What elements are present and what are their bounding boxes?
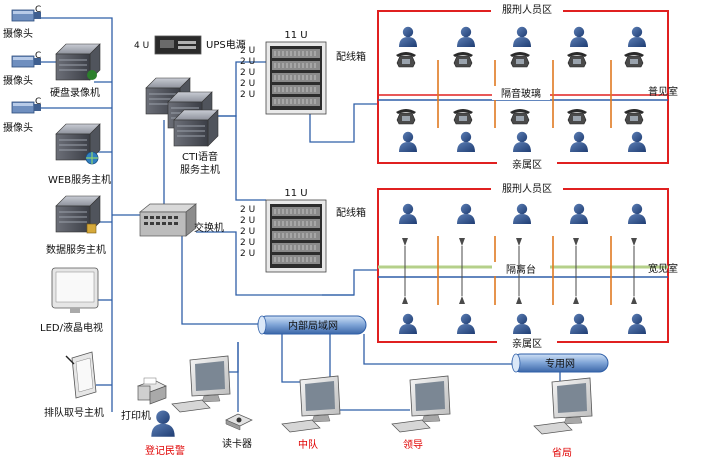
- officer-icon: [151, 410, 175, 437]
- squad-terminal: 中队: [281, 375, 341, 451]
- cabinet-top-icon: [265, 41, 327, 115]
- card-reader: 读卡器: [222, 413, 253, 450]
- room-normal-divider-bg: [492, 86, 550, 100]
- ups-unit: 4 U: [134, 41, 149, 51]
- cabinet-bottom: 11 U 配线箱 2 U 2 U 2 U 2 U 2 U: [240, 188, 366, 273]
- squad-pc-icon: [281, 375, 341, 433]
- dvr-badge-icon: [87, 70, 97, 80]
- data-server-label: 数据服务主机: [46, 243, 106, 256]
- room-wide-name: 宽见室: [648, 262, 678, 275]
- camera-mark-3: C: [35, 97, 41, 107]
- ups-icon: [154, 35, 202, 55]
- province-terminal: 省局: [533, 377, 593, 459]
- cti-server-icon-3: [173, 109, 219, 147]
- room-wide-title-bg: [491, 181, 563, 195]
- room-normal-title-bg: [491, 2, 563, 16]
- registration-station: 打印机 登记民警: [121, 355, 231, 457]
- card-reader-label: 读卡器: [222, 437, 252, 450]
- camera-mark-1: C: [35, 5, 41, 15]
- cabinet-top-slot-4: 2 U: [240, 79, 255, 89]
- globe-grid-icon: [86, 152, 98, 164]
- intranet-pipe-end: [257, 315, 267, 335]
- private-net-pipe-end: [511, 353, 521, 373]
- web-server-label: WEB服务主机: [48, 173, 111, 186]
- intranet-pipe: 内部局域网: [257, 315, 367, 335]
- room-normal-divider-label: 隔音玻璃: [501, 87, 541, 100]
- ups: 4 U UPS电源: [134, 35, 246, 55]
- tv-label: LED/液晶电视: [40, 321, 103, 334]
- camera-3: C 摄像头: [3, 97, 42, 134]
- province-pc-icon: [533, 377, 593, 435]
- room-wide: 服刑人员区 亲属区 隔离台 宽见室: [377, 181, 678, 350]
- room-normal-family-bg: [497, 157, 557, 171]
- queue-terminal-icon: [65, 351, 97, 399]
- database-icon: [86, 223, 97, 234]
- switch-icon: [139, 203, 197, 237]
- room-wide-family-label: 亲属区: [512, 337, 542, 350]
- ups-label: UPS电源: [206, 38, 246, 51]
- printer-icon: [137, 377, 167, 405]
- room-wide-family-bg: [497, 336, 557, 350]
- squad-label: 中队: [298, 438, 318, 451]
- cabinet-bottom-unit: 11 U: [284, 188, 307, 199]
- cabinet-top-slot-2: 2 U: [240, 57, 255, 67]
- cabinet-bottom-label: 配线箱: [336, 206, 366, 219]
- led-tv: LED/液晶电视: [40, 267, 103, 334]
- dvr: 硬盘录像机: [50, 43, 101, 99]
- room-wide-inmates-label: 服刑人员区: [502, 182, 552, 195]
- room-wide-divider-label: 隔离台: [506, 263, 536, 276]
- room-normal-family-seats: [395, 108, 646, 152]
- cabinet-top-label: 配线箱: [336, 50, 366, 63]
- room-wide-microphones: [402, 238, 637, 304]
- private-net-pipe: 专用网: [511, 353, 609, 373]
- cabinet-bottom-icon: [265, 199, 327, 273]
- camera-1: C 摄像头: [3, 5, 42, 40]
- web-server: WEB服务主机: [48, 123, 111, 186]
- room-wide-inmate-seats: [399, 203, 646, 224]
- cabinet-top: 11 U 配线箱 2 U 2 U 2 U 2 U 2 U: [240, 30, 366, 115]
- cabinet-top-unit: 11 U: [284, 30, 307, 41]
- queue-machine-label: 排队取号主机: [44, 406, 104, 419]
- leader-pc-icon: [391, 375, 451, 433]
- cti-server-label-line2: 服务主机: [180, 163, 220, 176]
- cabinet-bottom-slot-2: 2 U: [240, 216, 255, 226]
- printer-label: 打印机: [121, 409, 151, 422]
- camera-2: C 摄像头: [3, 51, 42, 87]
- leader-terminal: 领导: [391, 375, 451, 451]
- tv-icon: [51, 267, 99, 313]
- switch: 交换机: [139, 203, 224, 237]
- cti-server: CTI语音 服务主机: [145, 77, 220, 176]
- cabinet-bottom-slot-1: 2 U: [240, 205, 255, 215]
- province-label: 省局: [552, 446, 572, 459]
- room-normal-name: 普见室: [648, 85, 678, 98]
- camera-2-label: 摄像头: [3, 74, 33, 87]
- intranet-label: 内部局域网: [288, 319, 338, 332]
- card-reader-icon: [225, 413, 253, 431]
- queue-machine: 排队取号主机: [44, 351, 104, 419]
- camera-3-label: 摄像头: [3, 121, 33, 134]
- dvr-label: 硬盘录像机: [50, 86, 100, 99]
- data-server: 数据服务主机: [46, 195, 106, 256]
- room-normal: 服刑人员区 亲属区 隔音玻璃 普见室: [377, 2, 678, 171]
- registration-pc-icon: [171, 355, 231, 413]
- registration-label: 登记民警: [145, 444, 185, 457]
- switch-label: 交换机: [194, 221, 224, 234]
- cabinet-top-slot-5: 2 U: [240, 90, 255, 100]
- camera-1-label: 摄像头: [3, 27, 33, 40]
- cti-server-label-line1: CTI语音: [182, 150, 218, 163]
- cabinet-bottom-slot-4: 2 U: [240, 238, 255, 248]
- cabinet-top-slot-1: 2 U: [240, 46, 255, 56]
- private-net-label: 专用网: [545, 357, 575, 370]
- room-normal-family-label: 亲属区: [512, 158, 542, 171]
- room-normal-inmate-seats: [395, 26, 646, 68]
- cabinet-bottom-slot-5: 2 U: [240, 249, 255, 259]
- camera-mark-2: C: [35, 51, 41, 61]
- room-wide-divider-bg: [492, 262, 550, 276]
- cabinet-top-slot-3: 2 U: [240, 68, 255, 78]
- leader-label: 领导: [403, 438, 423, 451]
- room-wide-family-seats: [399, 313, 646, 334]
- cabinet-bottom-slot-3: 2 U: [240, 227, 255, 237]
- room-normal-inmates-label: 服刑人员区: [502, 3, 552, 16]
